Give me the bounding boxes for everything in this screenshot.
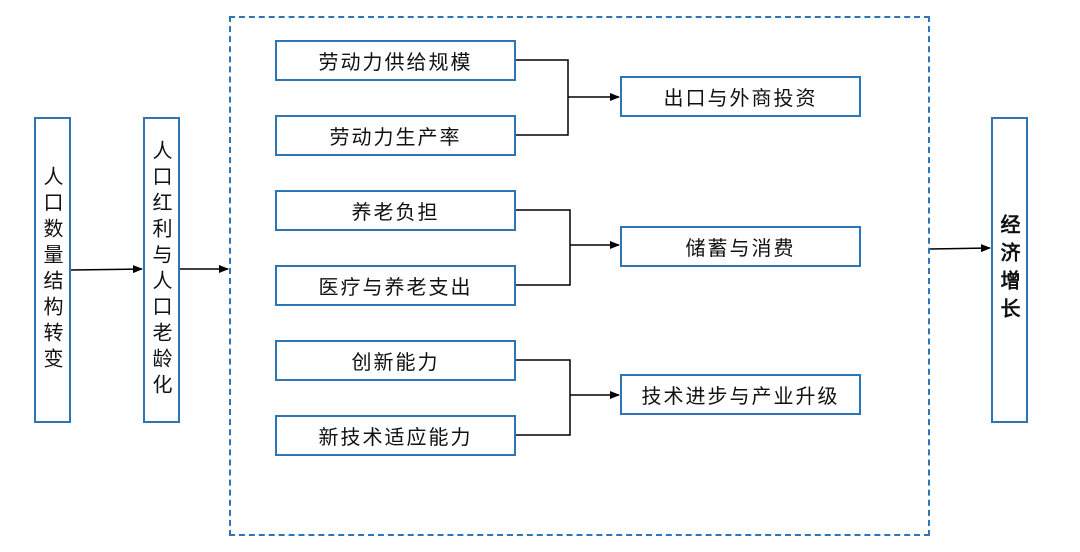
population-change-label: 人口数量结构转变 [40, 166, 64, 374]
channel-box-saving-consumption: 储蓄与消费 [620, 226, 861, 267]
factor-label-labor-productivity: 劳动力生产率 [329, 125, 462, 149]
arrow-frame-to-growth [929, 244, 991, 253]
mechanism-group-frame [229, 16, 930, 536]
factor-box-medical-pension-spending: 医疗与养老支出 [275, 265, 516, 306]
factor-label-tech-adaptation: 新技术适应能力 [318, 425, 473, 449]
economic-growth-label: 经济增长 [997, 214, 1021, 326]
dividend-aging-label: 人口红利与人口老龄化 [149, 140, 173, 400]
channel-label-tech-upgrade: 技术进步与产业升级 [641, 384, 840, 408]
factor-label-pension-burden: 养老负担 [351, 200, 440, 224]
economic-growth-box: 经济增长 [991, 117, 1028, 423]
factor-label-labor-supply: 劳动力供给规模 [318, 50, 473, 74]
channel-box-export-fdi: 出口与外商投资 [620, 76, 861, 117]
factor-box-labor-productivity: 劳动力生产率 [275, 115, 516, 156]
factor-box-pension-burden: 养老负担 [275, 190, 516, 231]
channel-label-export-fdi: 出口与外商投资 [663, 86, 818, 110]
factor-box-innovation: 创新能力 [275, 340, 516, 381]
factor-box-tech-adaptation: 新技术适应能力 [275, 415, 516, 456]
population-change-box: 人口数量结构转变 [34, 117, 71, 423]
arrow-population-to-dividend [70, 265, 143, 274]
factor-label-medical-pension-spending: 医疗与养老支出 [318, 275, 473, 299]
dividend-aging-box: 人口红利与人口老龄化 [143, 117, 180, 423]
factor-box-labor-supply: 劳动力供给规模 [275, 40, 516, 81]
factor-label-innovation: 创新能力 [351, 350, 440, 374]
channel-label-saving-consumption: 储蓄与消费 [685, 236, 796, 260]
channel-box-tech-upgrade: 技术进步与产业升级 [620, 374, 861, 415]
